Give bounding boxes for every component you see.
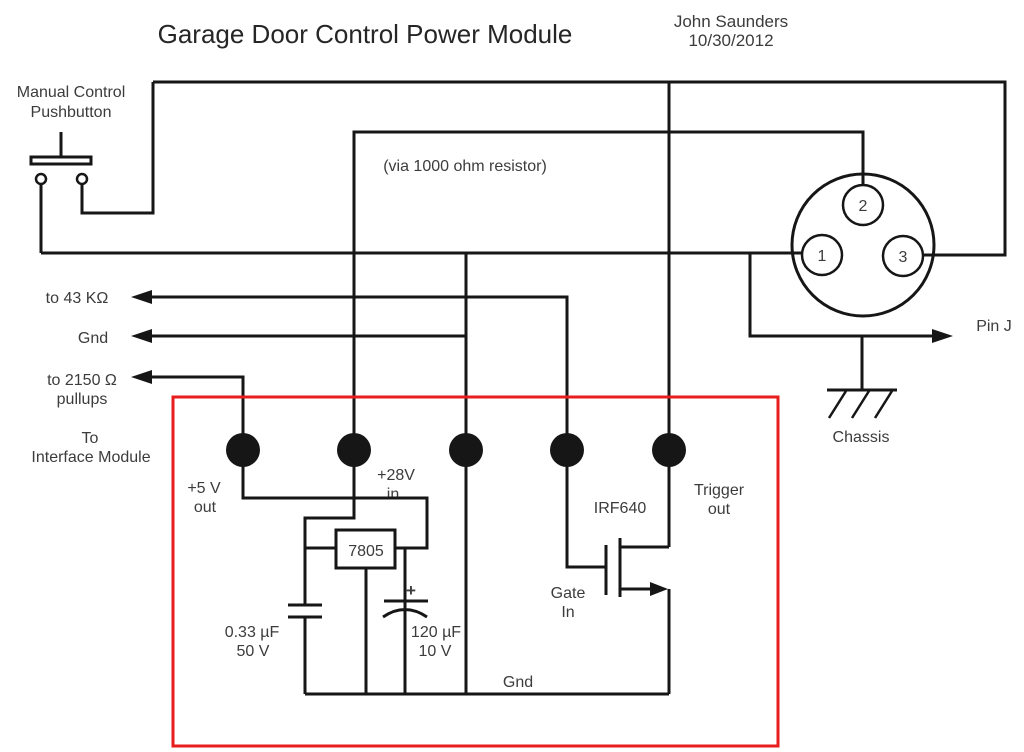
wiring: (via 1000 ohm resistor) (41, 80, 1007, 694)
cap2-polarity-sign: + (406, 581, 416, 600)
to-2150-label-line2: pullups (57, 391, 108, 408)
cap2-value-line2: 10 V (419, 643, 452, 660)
arrowhead-left-icon (131, 329, 152, 343)
arrow-gnd-left: Gnd (78, 329, 466, 347)
interface-label-line2: Interface Module (31, 449, 150, 466)
polarized-capacitor-icon (382, 548, 428, 694)
mosfet-label: IRF640 (594, 500, 647, 517)
arrow-to-2150: to 2150 Ω pullups (47, 370, 245, 450)
header: Garage Door Control Power Module John Sa… (158, 12, 789, 50)
terminal-trigger-out (652, 433, 686, 467)
arrow-to-43k: to 43 KΩ (46, 290, 569, 450)
arrowhead-right-icon (932, 329, 953, 343)
chassis-ground: Chassis (827, 336, 897, 446)
wire-pushbutton-right (80, 82, 155, 215)
wire-to-43k (149, 295, 569, 450)
module-outline (171, 395, 780, 748)
page-title: Garage Door Control Power Module (158, 19, 573, 49)
cap2-value-line1: 120 µF (411, 624, 461, 641)
pin-j-label: Pin J (976, 318, 1012, 335)
author-name: John Saunders (674, 12, 788, 31)
to-43k-label: to 43 KΩ (46, 290, 109, 307)
pushbutton-contact-left (34, 172, 48, 186)
capacitor-input: 0.33 µF 50 V (225, 603, 322, 694)
interface-module-note: To Interface Module (31, 430, 150, 466)
mosfet-arrow-icon (650, 582, 668, 596)
wire-pin-j (748, 253, 936, 338)
pin-1-number: 1 (818, 248, 827, 265)
wire-top-loop (153, 80, 1007, 257)
chassis-ground-icon (827, 336, 897, 392)
gnd-rail-label: Gnd (503, 674, 533, 691)
via-resistor-note: (via 1000 ohm resistor) (383, 158, 547, 175)
pin-j: Pin J (748, 253, 1012, 343)
connector-pin-2 (841, 183, 885, 227)
gnd-left-label: Gnd (78, 330, 108, 347)
arrowhead-left-icon (131, 370, 152, 384)
pushbutton-bar (29, 155, 93, 166)
pushbutton-contact-right (75, 172, 89, 186)
interface-label-line1: To (82, 430, 99, 447)
pin-3-number: 3 (899, 249, 908, 266)
connector-pins: 1 2 3 (800, 183, 925, 278)
mosfet-irf640: IRF640 Gate In (551, 450, 671, 694)
wire-to-2150 (149, 375, 245, 450)
pushbutton-label-line2: Pushbutton (31, 104, 112, 121)
gate-label-line2: In (561, 604, 574, 621)
chassis-hatch-icon (827, 390, 894, 419)
capacitor-icon (288, 603, 322, 694)
trigger-label-line2: out (708, 501, 731, 518)
to-2150-label-line1: to 2150 Ω (47, 372, 117, 389)
cap1-value-line1: 0.33 µF (225, 624, 280, 641)
chassis-label: Chassis (833, 429, 890, 446)
terminal-gnd (449, 433, 483, 467)
connector-pin-1 (800, 233, 844, 277)
wire-28v-from-pin2 (352, 130, 865, 450)
cap1-value-line2: 50 V (237, 643, 270, 660)
5v-out-label-line1: +5 V (187, 480, 221, 497)
regulator-7805-label: 7805 (348, 543, 384, 560)
28v-in-label-line1: +28V (377, 467, 415, 484)
pin-2-number: 2 (859, 198, 868, 215)
wire-source (620, 587, 671, 694)
wire-gate (565, 450, 606, 569)
gate-label-line1: Gate (551, 585, 586, 602)
date-label: 10/30/2012 (688, 31, 773, 50)
pushbutton-label-line1: Manual Control (17, 84, 126, 101)
connector-pin-3 (881, 234, 925, 278)
wire-28v-input (303, 450, 356, 605)
5v-out-label-line2: out (194, 499, 217, 516)
pushbutton: Manual Control Pushbutton (17, 82, 155, 253)
capacitor-output: + 120 µF 10 V (382, 548, 461, 694)
wire-5v-output (241, 450, 429, 550)
arrowhead-left-icon (131, 290, 152, 304)
trigger-label-line1: Trigger (694, 482, 745, 499)
28v-in-label-line2: in (387, 486, 399, 503)
power-module: +5 V out +28V in Trigger out 7805 0.33 µ… (171, 395, 780, 748)
